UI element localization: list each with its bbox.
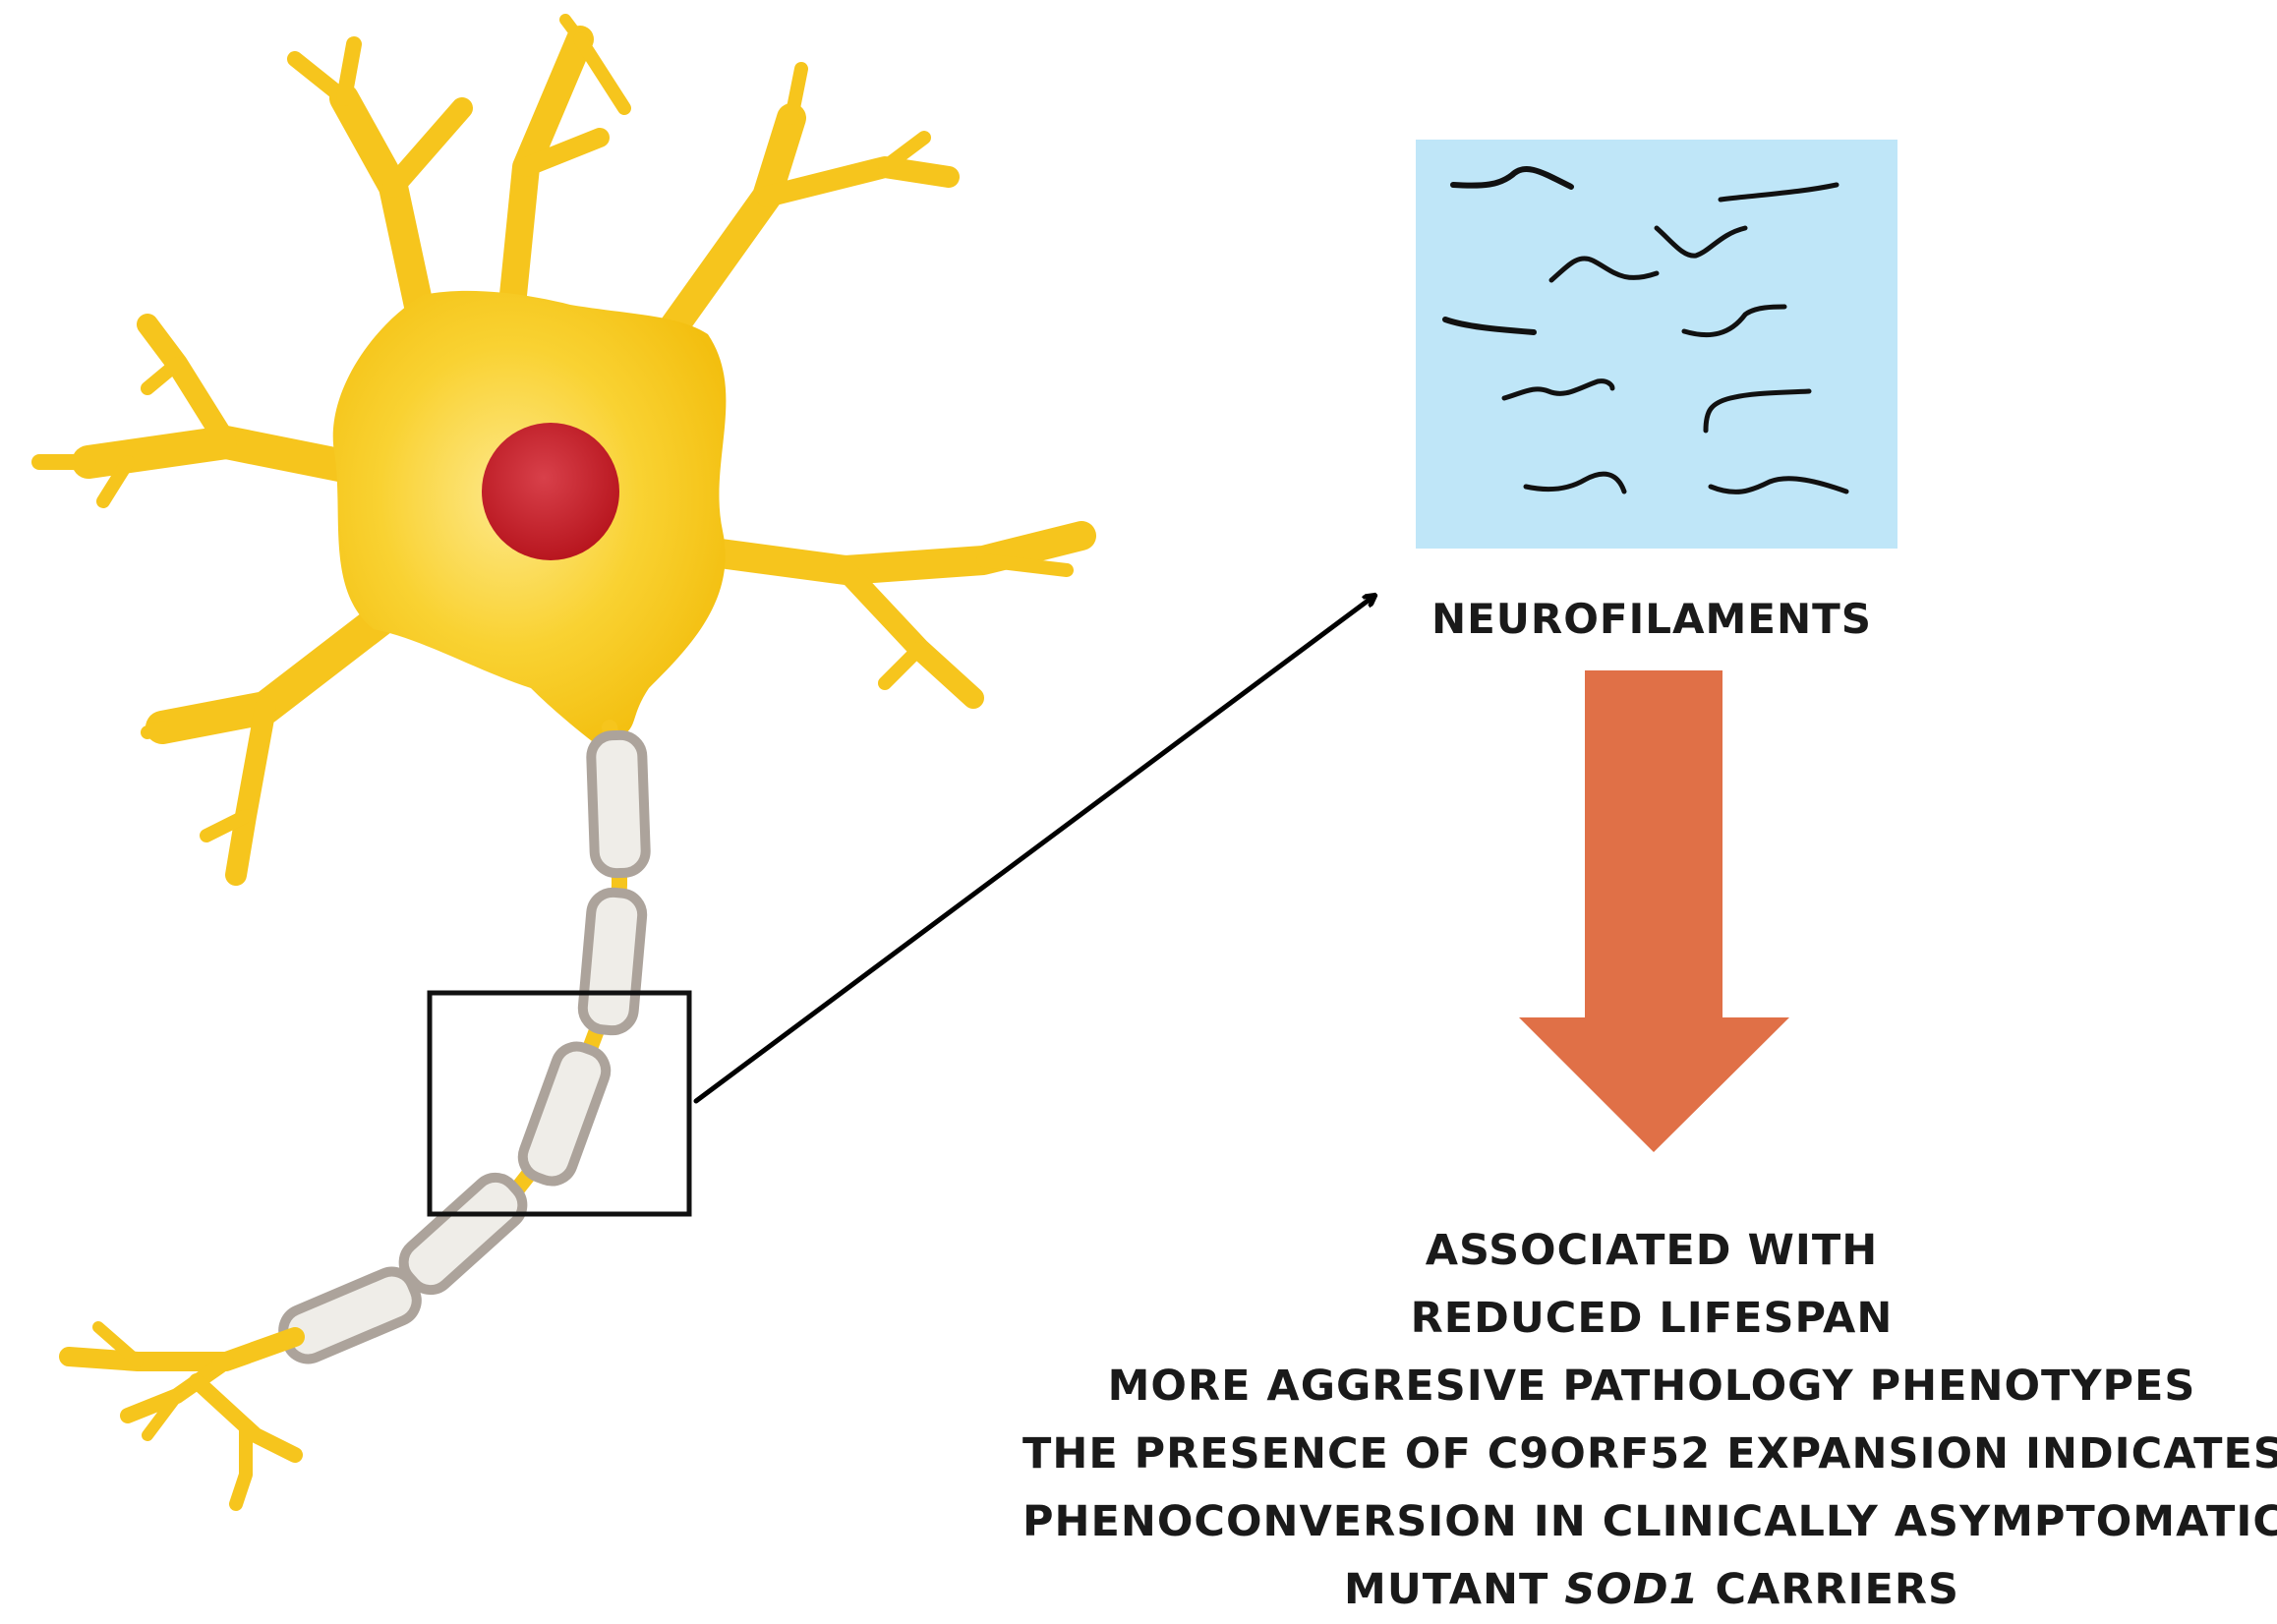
filament — [1442, 317, 1537, 335]
consequence-line: PHENOCONVERSION IN CLINICALLY ASYMPTOMAT… — [1022, 1497, 2277, 1546]
last-line-suffix: CARRIERS — [1699, 1565, 1959, 1614]
filament — [1681, 304, 1787, 338]
neurofilament-inset — [1416, 140, 1898, 549]
zoom-box — [427, 990, 692, 1217]
filament — [1703, 388, 1812, 434]
last-line-prefix: MUTANT — [1344, 1565, 1565, 1614]
filament — [1501, 378, 1615, 401]
filament — [1718, 182, 1839, 203]
consequences-text: ASSOCIATED WITH REDUCED LIFESPAN MORE AG… — [1022, 1217, 2277, 1624]
myelin-segment — [577, 887, 648, 1036]
filament — [1450, 166, 1574, 190]
down-arrow — [1519, 670, 1789, 1152]
consequence-line-last: MUTANT SOD1 CARRIERS — [1022, 1556, 2277, 1624]
filament — [1548, 256, 1660, 283]
consequence-line: ASSOCIATED WITH — [1425, 1226, 1879, 1275]
filament — [1654, 225, 1748, 259]
neuron — [31, 14, 1096, 1511]
myelin-sheaths — [278, 729, 651, 1364]
consequence-line: THE PRESENCE OF C9ORF52 EXPANSION INDICA… — [1022, 1429, 2277, 1479]
consequence-line: MORE AGGRESIVE PATHOLOGY PHENOTYPES — [1107, 1362, 2196, 1411]
myelin-segment — [517, 1041, 612, 1187]
consequence-line: REDUCED LIFESPAN — [1410, 1294, 1894, 1343]
gene-name: SOD1 — [1564, 1565, 1700, 1614]
myelin-segment — [398, 1172, 528, 1296]
filaments — [1442, 166, 1849, 494]
filament — [1708, 476, 1849, 494]
dendrites — [31, 14, 1096, 886]
myelin-segment — [586, 729, 651, 879]
neurofilaments-label: NEUROFILAMENTS — [1430, 595, 1873, 643]
filament — [1523, 471, 1627, 494]
myelin-segment — [278, 1266, 422, 1364]
nucleus — [482, 423, 619, 560]
pointer-arrow — [693, 596, 1374, 1104]
axon-terminal — [59, 1321, 305, 1511]
